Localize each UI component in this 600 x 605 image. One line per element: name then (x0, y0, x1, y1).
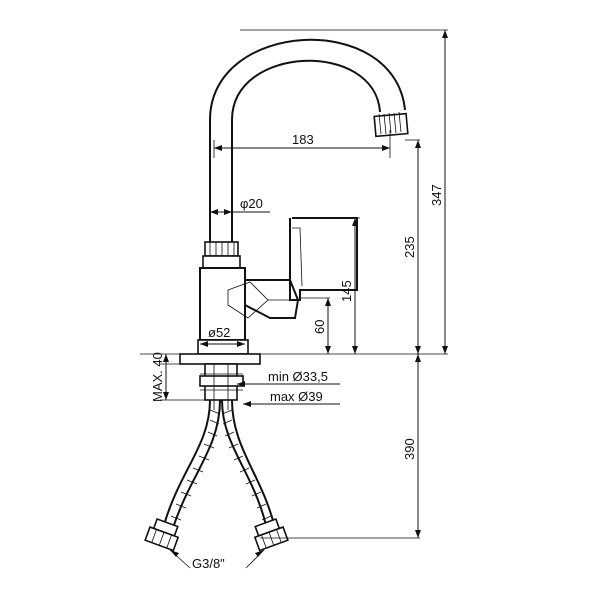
flexible-hoses (144, 399, 289, 552)
label-hose-length: 390 (402, 438, 417, 460)
label-hole-max: max Ø39 (270, 389, 323, 404)
dimension-lines (140, 29, 448, 569)
label-handle-height: 145 (339, 280, 354, 302)
hose-right (221, 399, 267, 526)
label-max-thickness: MAX. 40 (150, 352, 165, 402)
label-connection: G3/8" (192, 556, 225, 571)
spout-inner (231, 59, 381, 242)
faucet-outline (179, 39, 409, 410)
label-total-height: 347 (429, 184, 444, 206)
hose-fitting-right (253, 517, 289, 552)
mounting-plate (179, 353, 261, 365)
hose-left (163, 399, 211, 526)
label-hole-min: min Ø33,5 (268, 369, 328, 384)
cartridge (244, 279, 300, 319)
label-body-diameter: ø52 (208, 325, 230, 340)
hose-fitting-left (144, 517, 180, 552)
label-spout-diameter: φ20 (240, 196, 263, 211)
dimension-labels: 183 φ20 ø52 347 235 145 60 MAX. 40 min Ø… (150, 132, 444, 571)
label-spout-reach: 183 (292, 132, 314, 147)
fixing-nut (199, 375, 244, 387)
swivel-ring (202, 255, 241, 269)
label-spout-height: 235 (402, 236, 417, 258)
label-lever-height: 60 (312, 320, 327, 334)
spout-outer (209, 39, 406, 242)
